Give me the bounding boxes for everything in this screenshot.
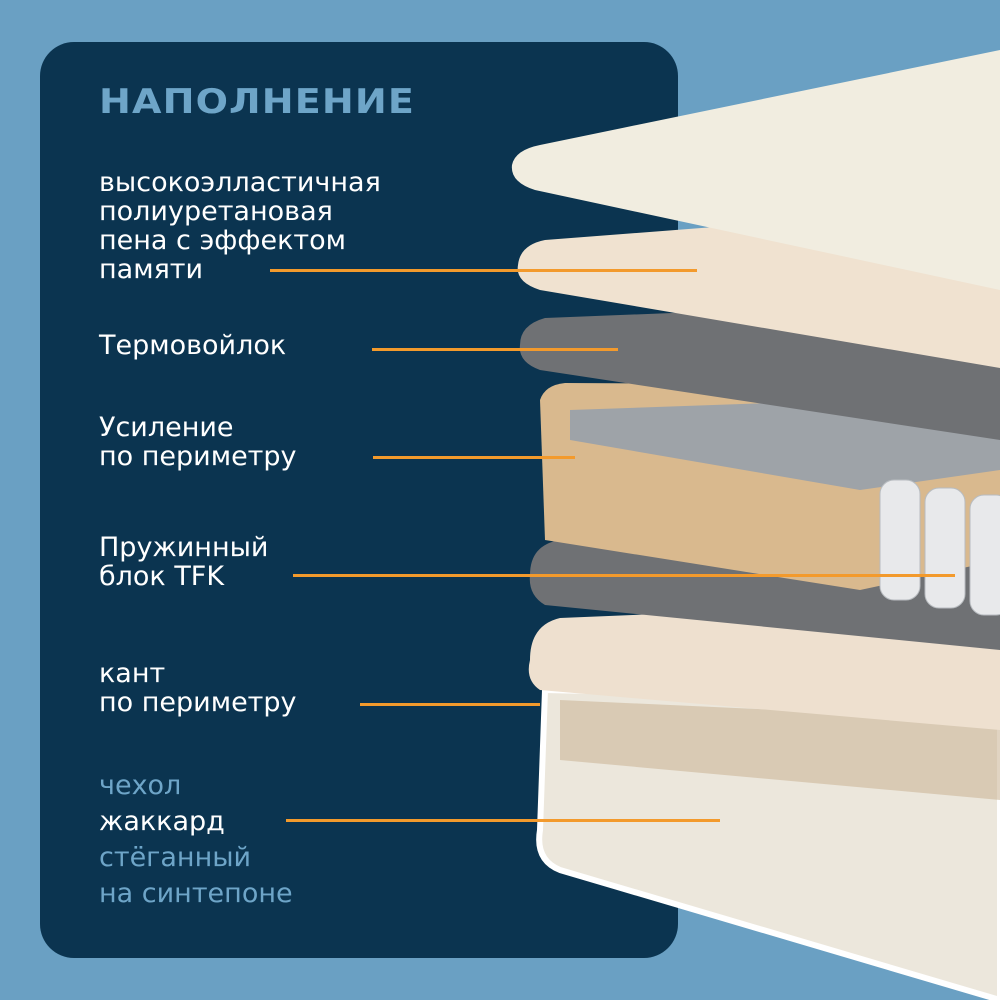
springs xyxy=(879,479,1000,616)
pointer-line xyxy=(270,269,697,272)
label-cover: чехол жаккард стёганный на синтепоне xyxy=(99,768,293,912)
label-line: Пружинный xyxy=(99,532,269,563)
label-line: пена с эффектом xyxy=(99,225,346,256)
label-line: полиуретановая xyxy=(99,196,333,227)
label-line: жаккард xyxy=(99,806,225,837)
label-line: блок TFK xyxy=(99,561,225,592)
pointer-line xyxy=(293,574,955,577)
label-line: кант xyxy=(99,658,166,689)
pointer-line xyxy=(373,456,575,459)
label-line: Термовойлок xyxy=(99,330,287,361)
label-line: Усиление xyxy=(99,412,234,443)
pointer-line xyxy=(372,348,618,351)
label-line: по периметру xyxy=(99,441,297,472)
section-title: НАПОЛНЕНИЕ xyxy=(99,82,416,122)
pointer-line xyxy=(286,819,720,822)
label-line: памяти xyxy=(99,254,204,285)
top-cover-layer xyxy=(511,50,1000,290)
label-perimeter-reinforcement: Усиление по периметру xyxy=(99,413,297,471)
label-memory-foam: высокоэлластичная полиуретановая пена с … xyxy=(99,168,381,284)
pointer-line xyxy=(360,703,540,706)
label-line: стёганный xyxy=(99,842,252,873)
label-line: на синтепоне xyxy=(99,878,293,909)
label-line: по периметру xyxy=(99,687,297,718)
label-edge-trim: кант по периметру xyxy=(99,659,297,717)
label-felt: Термовойлок xyxy=(99,331,286,360)
label-spring-block: Пружинный блок TFK xyxy=(99,533,268,591)
label-line: чехол xyxy=(99,770,182,801)
label-line: высокоэлластичная xyxy=(99,167,381,198)
cover-inner xyxy=(560,700,1000,800)
